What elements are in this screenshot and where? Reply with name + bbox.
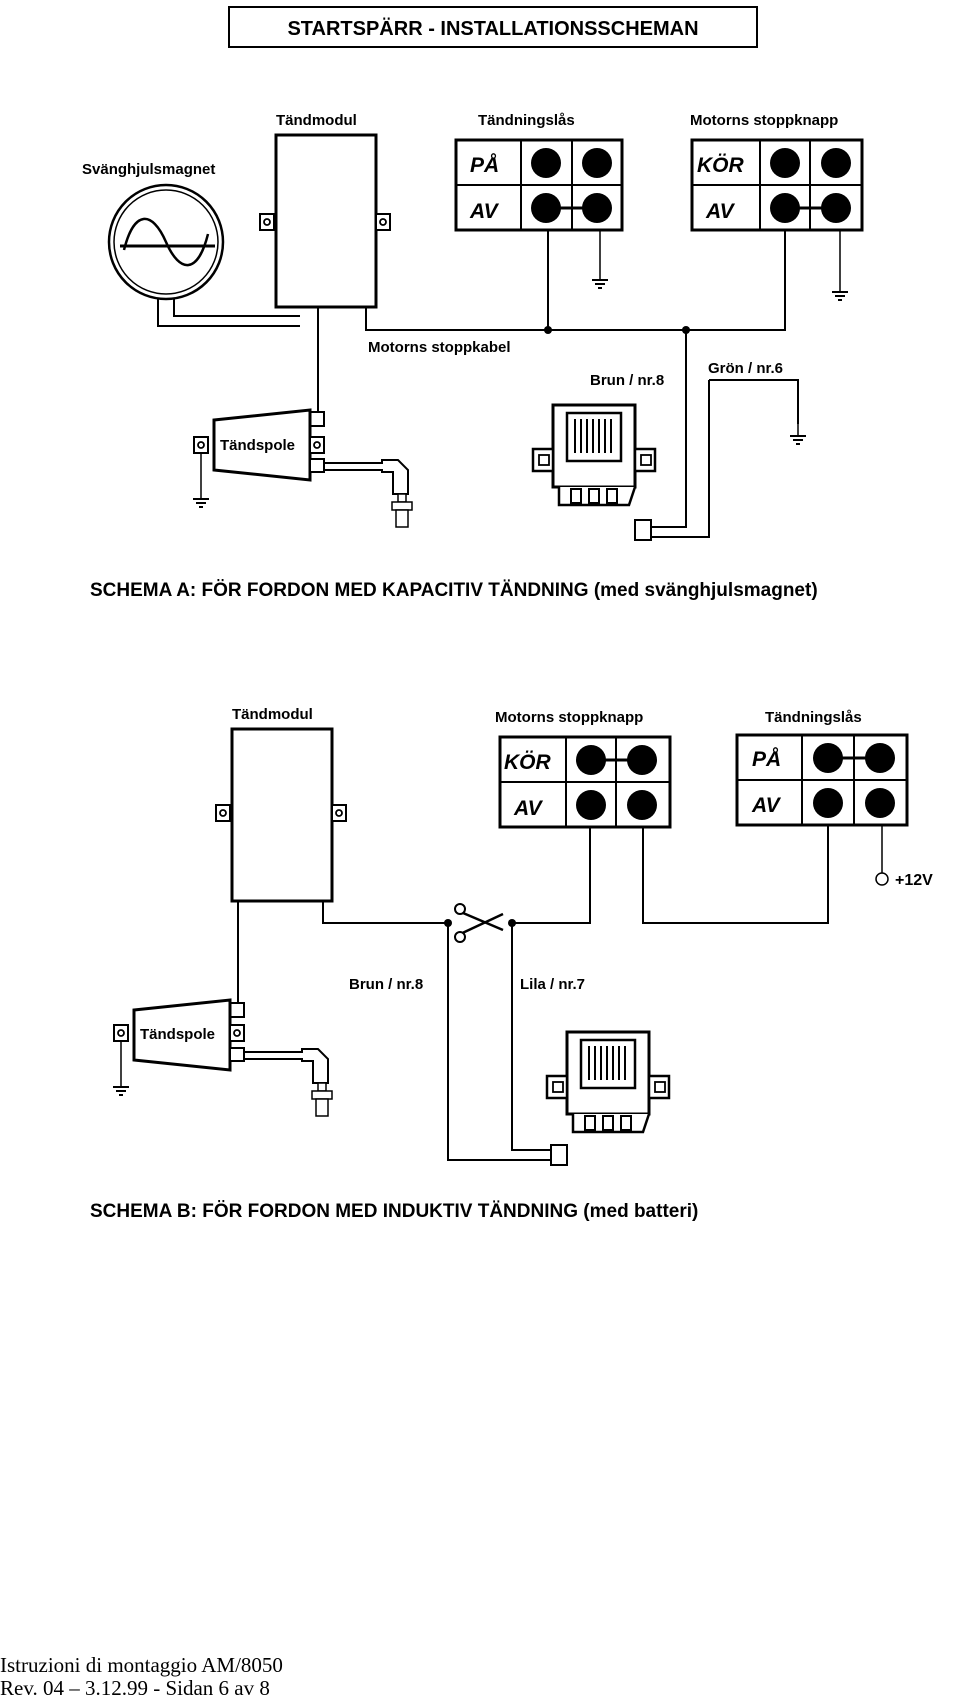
flywheel-magnet [107,183,225,301]
ignition-module-label: Tändmodul [276,112,357,129]
supply-label: +12V [895,872,933,889]
wire-brown-label: Brun / nr.8 [590,372,664,389]
ignition-lock-off-b: AV [751,794,782,817]
header-frame [228,6,758,48]
stop-button-b [498,735,672,829]
supply-terminal [875,872,889,886]
ignition-coil [192,408,413,528]
ignition-lock-on: PÅ [470,153,499,177]
stop-button-run-b: KÖR [504,751,552,774]
schema-a-caption: SCHEMA A: FÖR FORDON MED KAPACITIV TÄNDN… [90,580,818,601]
ignition-module [259,133,391,309]
stop-button-label: Motorns stoppknapp [690,112,838,129]
header-title: STARTSPÄRR - INSTALLATIONSSCHEMAN [287,17,698,40]
schema-b: Tändmodul Tändspole Motorns stoppknapp [90,706,933,1222]
ignition-lock-on-b: PÅ [752,747,781,771]
scissors-icon [454,903,504,943]
ignition-lock [454,138,624,232]
start-blocker-unit [531,403,657,541]
footer-doc-ref: Istruzioni di montaggio AM/8050 [0,1653,283,1677]
ignition-coil-label-b: Tändspole [140,1026,215,1043]
wire-purple-label-b: Lila / nr.7 [520,976,585,993]
stop-button-off-b: AV [513,797,544,820]
ignition-module-label-b: Tändmodul [232,706,313,723]
stop-button [690,138,864,232]
ignition-lock-b [735,733,909,827]
wire-green-label: Grön / nr.6 [708,360,783,377]
stop-button-off: AV [705,200,736,223]
stop-cable-label: Motorns stoppkabel [368,339,511,356]
stop-button-label-b: Motorns stoppknapp [495,709,643,726]
flywheel-magnet-label: Svänghjulsmagnet [82,161,215,178]
start-blocker-unit-b [545,1030,671,1166]
ignition-lock-label: Tändningslås [478,112,575,129]
ignition-coil-b [112,998,333,1117]
schema-b-caption: SCHEMA B: FÖR FORDON MED INDUKTIV TÄNDNI… [90,1201,698,1222]
wire-brown-label-b: Brun / nr.8 [349,976,423,993]
schema-a: Svänghjulsmagnet Tändmodul Motorns stopp… [82,112,864,601]
footer-revision: Rev. 04 – 3.12.99 - Sidan 6 av 8 [0,1676,270,1700]
ignition-lock-off: AV [469,200,500,223]
stop-button-run: KÖR [697,154,745,177]
ignition-coil-label: Tändspole [220,437,295,454]
ignition-module-b [215,727,347,903]
ignition-lock-label-b: Tändningslås [765,709,862,726]
